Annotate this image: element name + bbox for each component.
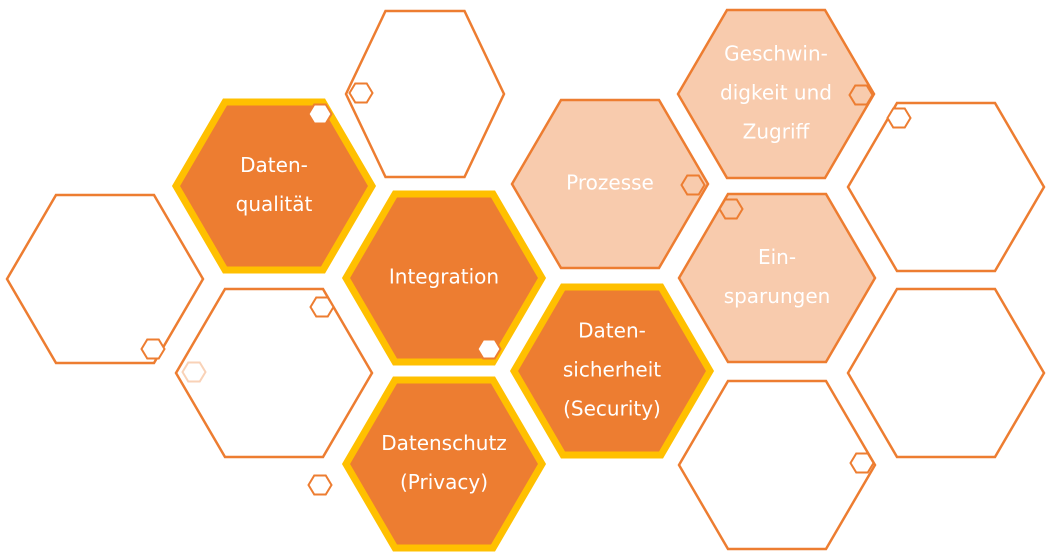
hexagon-datenqualitaet <box>171 98 377 274</box>
small-hexagon-1 <box>307 103 333 125</box>
small-hexagon-7 <box>680 174 706 196</box>
hexagon-label-datensicherheit-0: Daten- <box>578 319 646 343</box>
hexagon-label-datensicherheit-1: sicherheit <box>563 358 661 382</box>
hexagon-label-prozesse-0: Prozesse <box>566 171 654 195</box>
hexagon-datenschutz <box>341 376 547 552</box>
hexagon-label-datenqualitaet-1: qualität <box>236 192 313 216</box>
hexagon-label-datenschutz-1: (Privacy) <box>400 470 488 494</box>
hexagon-label-geschwindigkeit-2: Zugriff <box>743 120 811 144</box>
hexagon-empty-3 <box>174 287 374 459</box>
hexagon-label-datensicherheit-2: (Security) <box>563 397 661 421</box>
hexagon-empty-6 <box>677 379 877 551</box>
hexagon-label-datenqualitaet-0: Daten- <box>240 153 308 177</box>
hexagon-label-integration-0: Integration <box>389 265 499 289</box>
hexagon-datensicherheit <box>509 283 715 459</box>
hexagon-label-datenschutz-0: Datenschutz <box>381 431 507 455</box>
hexagon-empty-2 <box>5 193 205 365</box>
hexagon-empty-5 <box>846 287 1046 459</box>
small-hexagon-6 <box>476 338 502 360</box>
small-hexagon-10 <box>886 107 912 129</box>
hexagon-label-geschwindigkeit-1: digkeit und <box>720 81 832 105</box>
small-hexagon-8 <box>718 198 744 220</box>
hexagon-prozesse <box>510 98 710 270</box>
hexagon-empty-1 <box>344 9 506 179</box>
hexagon-einsparungen <box>677 192 877 364</box>
hexagon-label-einsparungen-0: Ein- <box>758 245 796 269</box>
small-hexagon-layer <box>140 82 912 496</box>
small-hexagon-4 <box>181 361 207 383</box>
small-hexagon-2 <box>140 338 166 360</box>
hexagon-integration <box>341 190 547 366</box>
small-hexagon-11 <box>849 452 875 474</box>
hexagon-geschwindigkeit <box>676 8 876 180</box>
hexagon-empty-4 <box>846 101 1046 273</box>
hexagon-layer <box>5 8 1046 552</box>
small-hexagon-3 <box>309 296 335 318</box>
hexagon-label-geschwindigkeit-0: Geschwin- <box>724 42 828 66</box>
small-hexagon-0 <box>348 82 374 104</box>
hexagon-label-einsparungen-1: sparungen <box>724 284 831 308</box>
small-hexagon-9 <box>848 84 874 106</box>
small-hexagon-5 <box>307 474 333 496</box>
